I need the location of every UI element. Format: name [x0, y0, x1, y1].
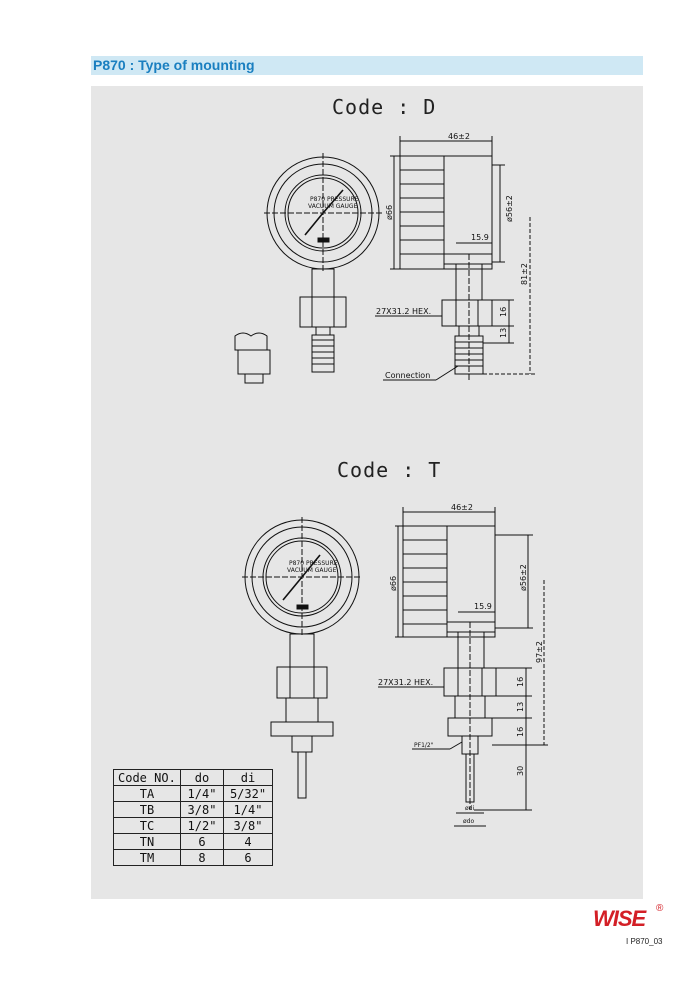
table-header-cell: do — [180, 769, 224, 786]
registered-mark-icon: ® — [656, 903, 664, 914]
table-header-cell: Code NO. — [113, 769, 181, 786]
table-cell: 6 — [223, 849, 273, 866]
dim-d-16: 16 — [499, 307, 508, 317]
section-title: P870 : Type of mounting — [93, 57, 255, 73]
table-row: TB 3/8" 1/4" — [113, 801, 273, 818]
table-cell: TB — [113, 801, 181, 818]
dim-t-16a: 16 — [516, 677, 525, 687]
code-dimension-table: Code NO. do di TA 1/4" 5/32" TB 3/8" 1/4… — [113, 769, 273, 866]
gauge-d-side-view: 46±2 ø66 ø56±2 15.9 81±2 16 13 27X31.2 H… — [375, 132, 535, 381]
table-cell: TN — [113, 833, 181, 850]
dim-t-height: 97±2 — [535, 641, 544, 663]
table-cell: 3/8" — [180, 801, 224, 818]
table-row: TM 8 6 — [113, 849, 273, 866]
table-row: TC 1/2" 3/8" — [113, 817, 273, 834]
dim-d-stem: 15.9 — [471, 233, 489, 242]
gauge-d-front-view: P870 PRESSURE VACUUM GAUGE — [264, 153, 383, 373]
table-row: TN 6 4 — [113, 833, 273, 850]
dim-t-do: ødo — [463, 818, 474, 825]
dim-d-inner-dia: ø56±2 — [505, 195, 514, 222]
dim-d-13: 13 — [499, 328, 508, 338]
table-cell: 5/32" — [223, 785, 273, 802]
table-cell: TC — [113, 817, 181, 834]
table-cell: 1/4" — [180, 785, 224, 802]
table-row: TA 1/4" 5/32" — [113, 785, 273, 802]
table-header-row: Code NO. do di — [113, 769, 273, 786]
code-d-title: Code : D — [332, 95, 436, 119]
table-cell: 3/8" — [223, 817, 273, 834]
table-cell: 1/2" — [180, 817, 224, 834]
dim-t-inner-dia: ø56±2 — [519, 564, 528, 591]
wise-logo: WISE — [593, 906, 646, 931]
page-reference: I P870_03 — [626, 937, 663, 946]
dim-t-30: 30 — [516, 766, 525, 776]
dim-t-di: ødi — [465, 805, 474, 812]
table-cell: 4 — [223, 833, 273, 850]
dim-t-width: 46±2 — [451, 503, 473, 512]
dim-t-16b: 16 — [516, 727, 525, 737]
callout-d-connection: Connection — [385, 371, 430, 380]
drawing-panel — [91, 86, 643, 899]
table-cell: TA — [113, 785, 181, 802]
dim-t-hex: 27X31.2 HEX. — [378, 678, 433, 687]
table-header-cell: di — [223, 769, 273, 786]
gauge-t-front-view: P870 PRESSURE VACUUM GAUGE — [242, 517, 362, 799]
dim-d-height: 81±2 — [520, 263, 529, 285]
section-header-bar: P870 : Type of mounting — [91, 56, 643, 75]
code-t-title: Code : T — [337, 458, 441, 482]
dim-t-13: 13 — [516, 702, 525, 712]
gauge-t-side-view: 46±2 ø66 ø56±2 15.9 97±2 16 13 16 30 27X… — [378, 503, 548, 827]
gauge-d-label-2: VACUUM GAUGE — [308, 203, 358, 210]
table-cell: TM — [113, 849, 181, 866]
gauge-t-label-1: P870 PRESSURE — [289, 560, 338, 567]
table-cell: 6 — [180, 833, 224, 850]
gauge-t-label-2: VACUUM GAUGE — [287, 567, 337, 574]
dim-d-hex: 27X31.2 HEX. — [376, 307, 431, 316]
dim-d-outer-dia: ø66 — [385, 205, 394, 220]
table-cell: 1/4" — [223, 801, 273, 818]
dim-t-outer-dia: ø66 — [389, 576, 398, 591]
connection-detail-d — [234, 332, 271, 384]
table-cell: 8 — [180, 849, 224, 866]
dim-t-stem: 15.9 — [474, 602, 492, 611]
dim-d-width: 46±2 — [448, 132, 470, 141]
gauge-d-label-1: P870 PRESSURE — [310, 196, 359, 203]
callout-t-pf: PF1/2" — [414, 742, 434, 749]
